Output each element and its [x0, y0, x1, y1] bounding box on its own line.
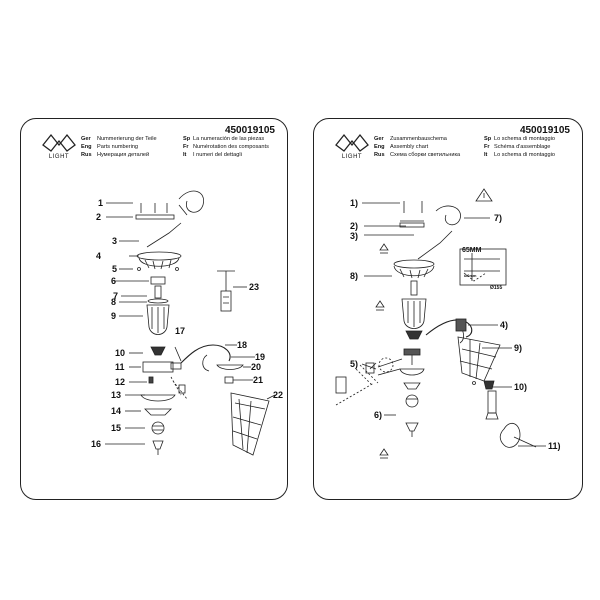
logo-text: LIGHT [341, 154, 363, 160]
brand-logo: LIGHT [39, 129, 79, 160]
logo-icon [42, 133, 76, 152]
part-label: 11 [115, 362, 125, 372]
model-number: 450019105 [519, 125, 570, 136]
step-label: 11) [548, 441, 561, 451]
brand-logo: LIGHT [332, 129, 372, 160]
part-label: 8 [111, 297, 117, 307]
logo-text: LIGHT [48, 154, 70, 160]
part-label: 15 [111, 423, 122, 433]
dimension-label: Ø6mm [464, 273, 477, 278]
part-label: 20 [251, 362, 262, 372]
step-label: 9) [514, 343, 523, 353]
logo-icon [335, 133, 369, 152]
step-label: 1) [350, 198, 359, 208]
part-label: 22 [273, 390, 284, 400]
part-label: 14 [111, 406, 122, 416]
step-label: 7) [494, 213, 503, 223]
model-number: 450019105 [224, 125, 275, 136]
part-label: 7 [113, 291, 119, 301]
assembly-drawing [335, 188, 546, 459]
part-label: 6 [111, 276, 117, 286]
part-label: 21 [253, 375, 264, 385]
step-label: 5) [350, 359, 359, 369]
part-label: 4 [96, 251, 102, 261]
dimension-label: 65MM [462, 247, 482, 254]
exploded-parts-drawing [105, 190, 276, 456]
part-label: 2 [96, 212, 102, 222]
step-label: 10) [514, 382, 528, 392]
step-label: 6) [374, 410, 383, 420]
part-label: 10 [115, 348, 126, 358]
dimension-label: Ø155 [490, 285, 503, 291]
step-label: 3) [350, 231, 359, 241]
part-label: 9 [111, 311, 117, 321]
part-label: 5 [112, 264, 118, 274]
part-label: 17 [175, 326, 186, 336]
part-label: 16 [91, 439, 102, 449]
step-label: 8) [350, 271, 359, 281]
part-label: 12 [115, 377, 126, 387]
step-label: 4) [500, 320, 509, 330]
part-label: 18 [237, 340, 248, 350]
part-label: 3 [112, 236, 118, 246]
step-label: 2) [350, 221, 359, 231]
part-label: 19 [255, 352, 266, 362]
part-label: 23 [249, 282, 260, 292]
part-label: 13 [111, 390, 122, 400]
part-label: 1 [98, 198, 104, 208]
